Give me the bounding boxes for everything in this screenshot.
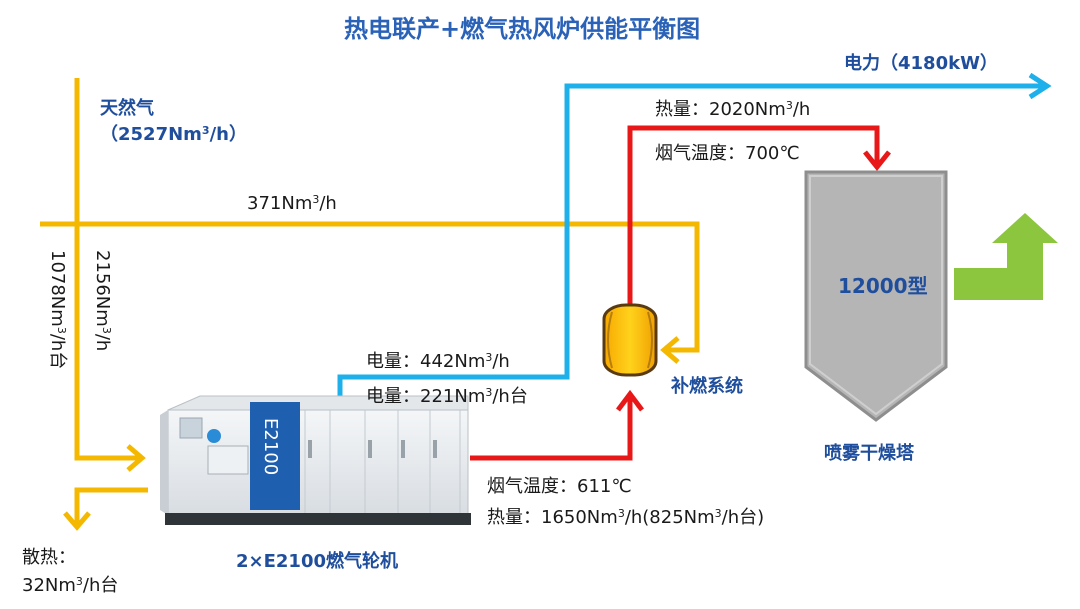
turbine-name-label: 2×E2100燃气轮机 [236, 551, 398, 572]
gas-branch-line [40, 221, 700, 353]
dissipation-flow: 32Nm3/h台 [22, 575, 119, 596]
gas-main-line [74, 78, 140, 461]
temp-top-label: 烟气温度：700℃ [655, 143, 800, 164]
exhaust-heat-label: 热量：1650Nm3/h(825Nm3/h台) [487, 507, 765, 528]
heat-lines [470, 125, 891, 461]
gas-arrowheads [126, 336, 680, 472]
exhaust-line [470, 398, 633, 461]
power-output-label: 电力（4180kW） [844, 53, 998, 74]
dissipation-label: 散热： [22, 547, 76, 568]
dryer-model-label: 12000型 [838, 274, 928, 298]
exhaust-temp-label: 烟气温度：611℃ [487, 476, 632, 497]
gas-left-flow: 1078Nm3/h台 [47, 250, 68, 370]
diagram-title: 热电联产+燃气热风炉供能平衡图 [344, 15, 701, 43]
electricity-unit-label: 电量：221Nm3/h台 [366, 386, 528, 407]
dissipation-arrow [63, 487, 148, 531]
dryer-tower [804, 170, 948, 422]
burner-tank [602, 303, 658, 377]
power-line [337, 72, 1052, 402]
electricity-total-label: 电量：442Nm3/h [366, 351, 510, 372]
exhaust-arrow [616, 389, 644, 412]
dryer-name-label: 喷雾干燥塔 [824, 443, 914, 464]
heat-top-line [627, 125, 880, 306]
turbine-cabinet: E2100 [160, 395, 471, 525]
natural-gas-label: 天然气 [100, 98, 154, 119]
gas-arrow-turbine [126, 444, 146, 472]
turbine-panel-text: E2100 [260, 418, 281, 475]
gas-right-flow: 2156Nm3/h [92, 250, 113, 352]
gas-branch-flow: 371Nm3/h [247, 193, 337, 214]
burner-label: 补燃系统 [671, 376, 743, 397]
natural-gas-flow: （2527Nm3/h） [100, 124, 247, 145]
gas-arrow-burner [660, 336, 680, 364]
output-arrow [954, 213, 1058, 300]
heat-top-arrow [863, 150, 891, 172]
heat-top-label: 热量：2020Nm3/h [655, 99, 811, 120]
logo-icon [207, 429, 221, 443]
gas-lines [40, 78, 700, 461]
